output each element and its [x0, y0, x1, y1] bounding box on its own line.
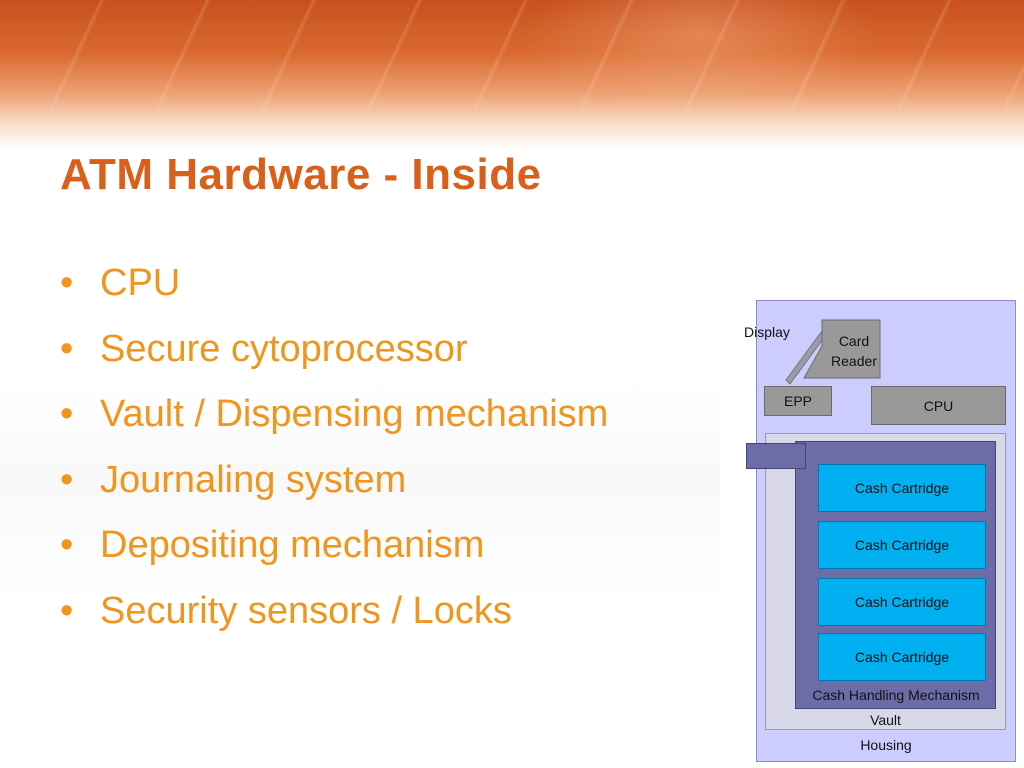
bullet-item: • Journaling system	[60, 455, 608, 521]
bullet-glyph: •	[60, 262, 74, 304]
display-label: Display	[744, 324, 790, 340]
cash-handling-label: Cash Handling Mechanism	[812, 687, 980, 703]
background-texture	[0, 380, 720, 600]
cpu-label: CPU	[923, 397, 954, 414]
cash-cartridge: Cash Cartridge	[818, 464, 986, 512]
cash-cartridge-label: Cash Cartridge	[854, 594, 950, 610]
header-banner	[0, 0, 1024, 150]
housing-label: Housing	[860, 737, 912, 753]
vault-label: Vault	[870, 712, 901, 728]
card-reader-line1: Card	[838, 333, 870, 349]
bullet-list: • CPU • Secure cytoprocessor • Vault / Disp…	[60, 258, 608, 652]
card-reader-shape	[785, 319, 881, 385]
cash-cartridge-label: Cash Cartridge	[854, 480, 950, 496]
bullet-glyph: •	[60, 524, 74, 567]
cash-cartridge: Cash Cartridge	[818, 633, 986, 681]
bullet-text: Security sensors / Locks	[100, 589, 512, 632]
bullet-item: • Secure cytoprocessor	[60, 324, 608, 390]
cpu-box: CPU	[871, 386, 1006, 425]
card-reader-label: Card Reader	[822, 331, 886, 371]
cash-cartridge: Cash Cartridge	[818, 521, 986, 569]
bullet-glyph: •	[60, 458, 74, 501]
dispense-chute	[746, 443, 806, 469]
bullet-item: • Depositing mechanism	[60, 520, 608, 586]
bullet-text: Depositing mechanism	[100, 524, 485, 567]
bullet-item: • CPU	[60, 258, 608, 324]
bullet-item: • Security sensors / Locks	[60, 586, 608, 652]
epp-label: EPP	[783, 393, 812, 409]
bullet-text: Vault / Dispensing mechanism	[100, 393, 609, 436]
cash-cartridge: Cash Cartridge	[818, 578, 986, 626]
bullet-text: CPU	[100, 262, 181, 304]
bullet-glyph: •	[60, 589, 74, 632]
bullet-glyph: •	[60, 393, 74, 436]
cash-cartridge-label: Cash Cartridge	[854, 537, 950, 553]
bullet-item: • Vault / Dispensing mechanism	[60, 389, 608, 455]
cash-cartridge-label: Cash Cartridge	[854, 649, 950, 665]
epp-box: EPP	[764, 386, 832, 416]
bullet-glyph: •	[60, 327, 74, 370]
card-reader-line2: Reader	[831, 353, 877, 369]
bullet-text: Secure cytoprocessor	[100, 327, 468, 370]
slide-title: ATM Hardware - Inside	[60, 150, 542, 199]
bullet-text: Journaling system	[100, 458, 407, 501]
